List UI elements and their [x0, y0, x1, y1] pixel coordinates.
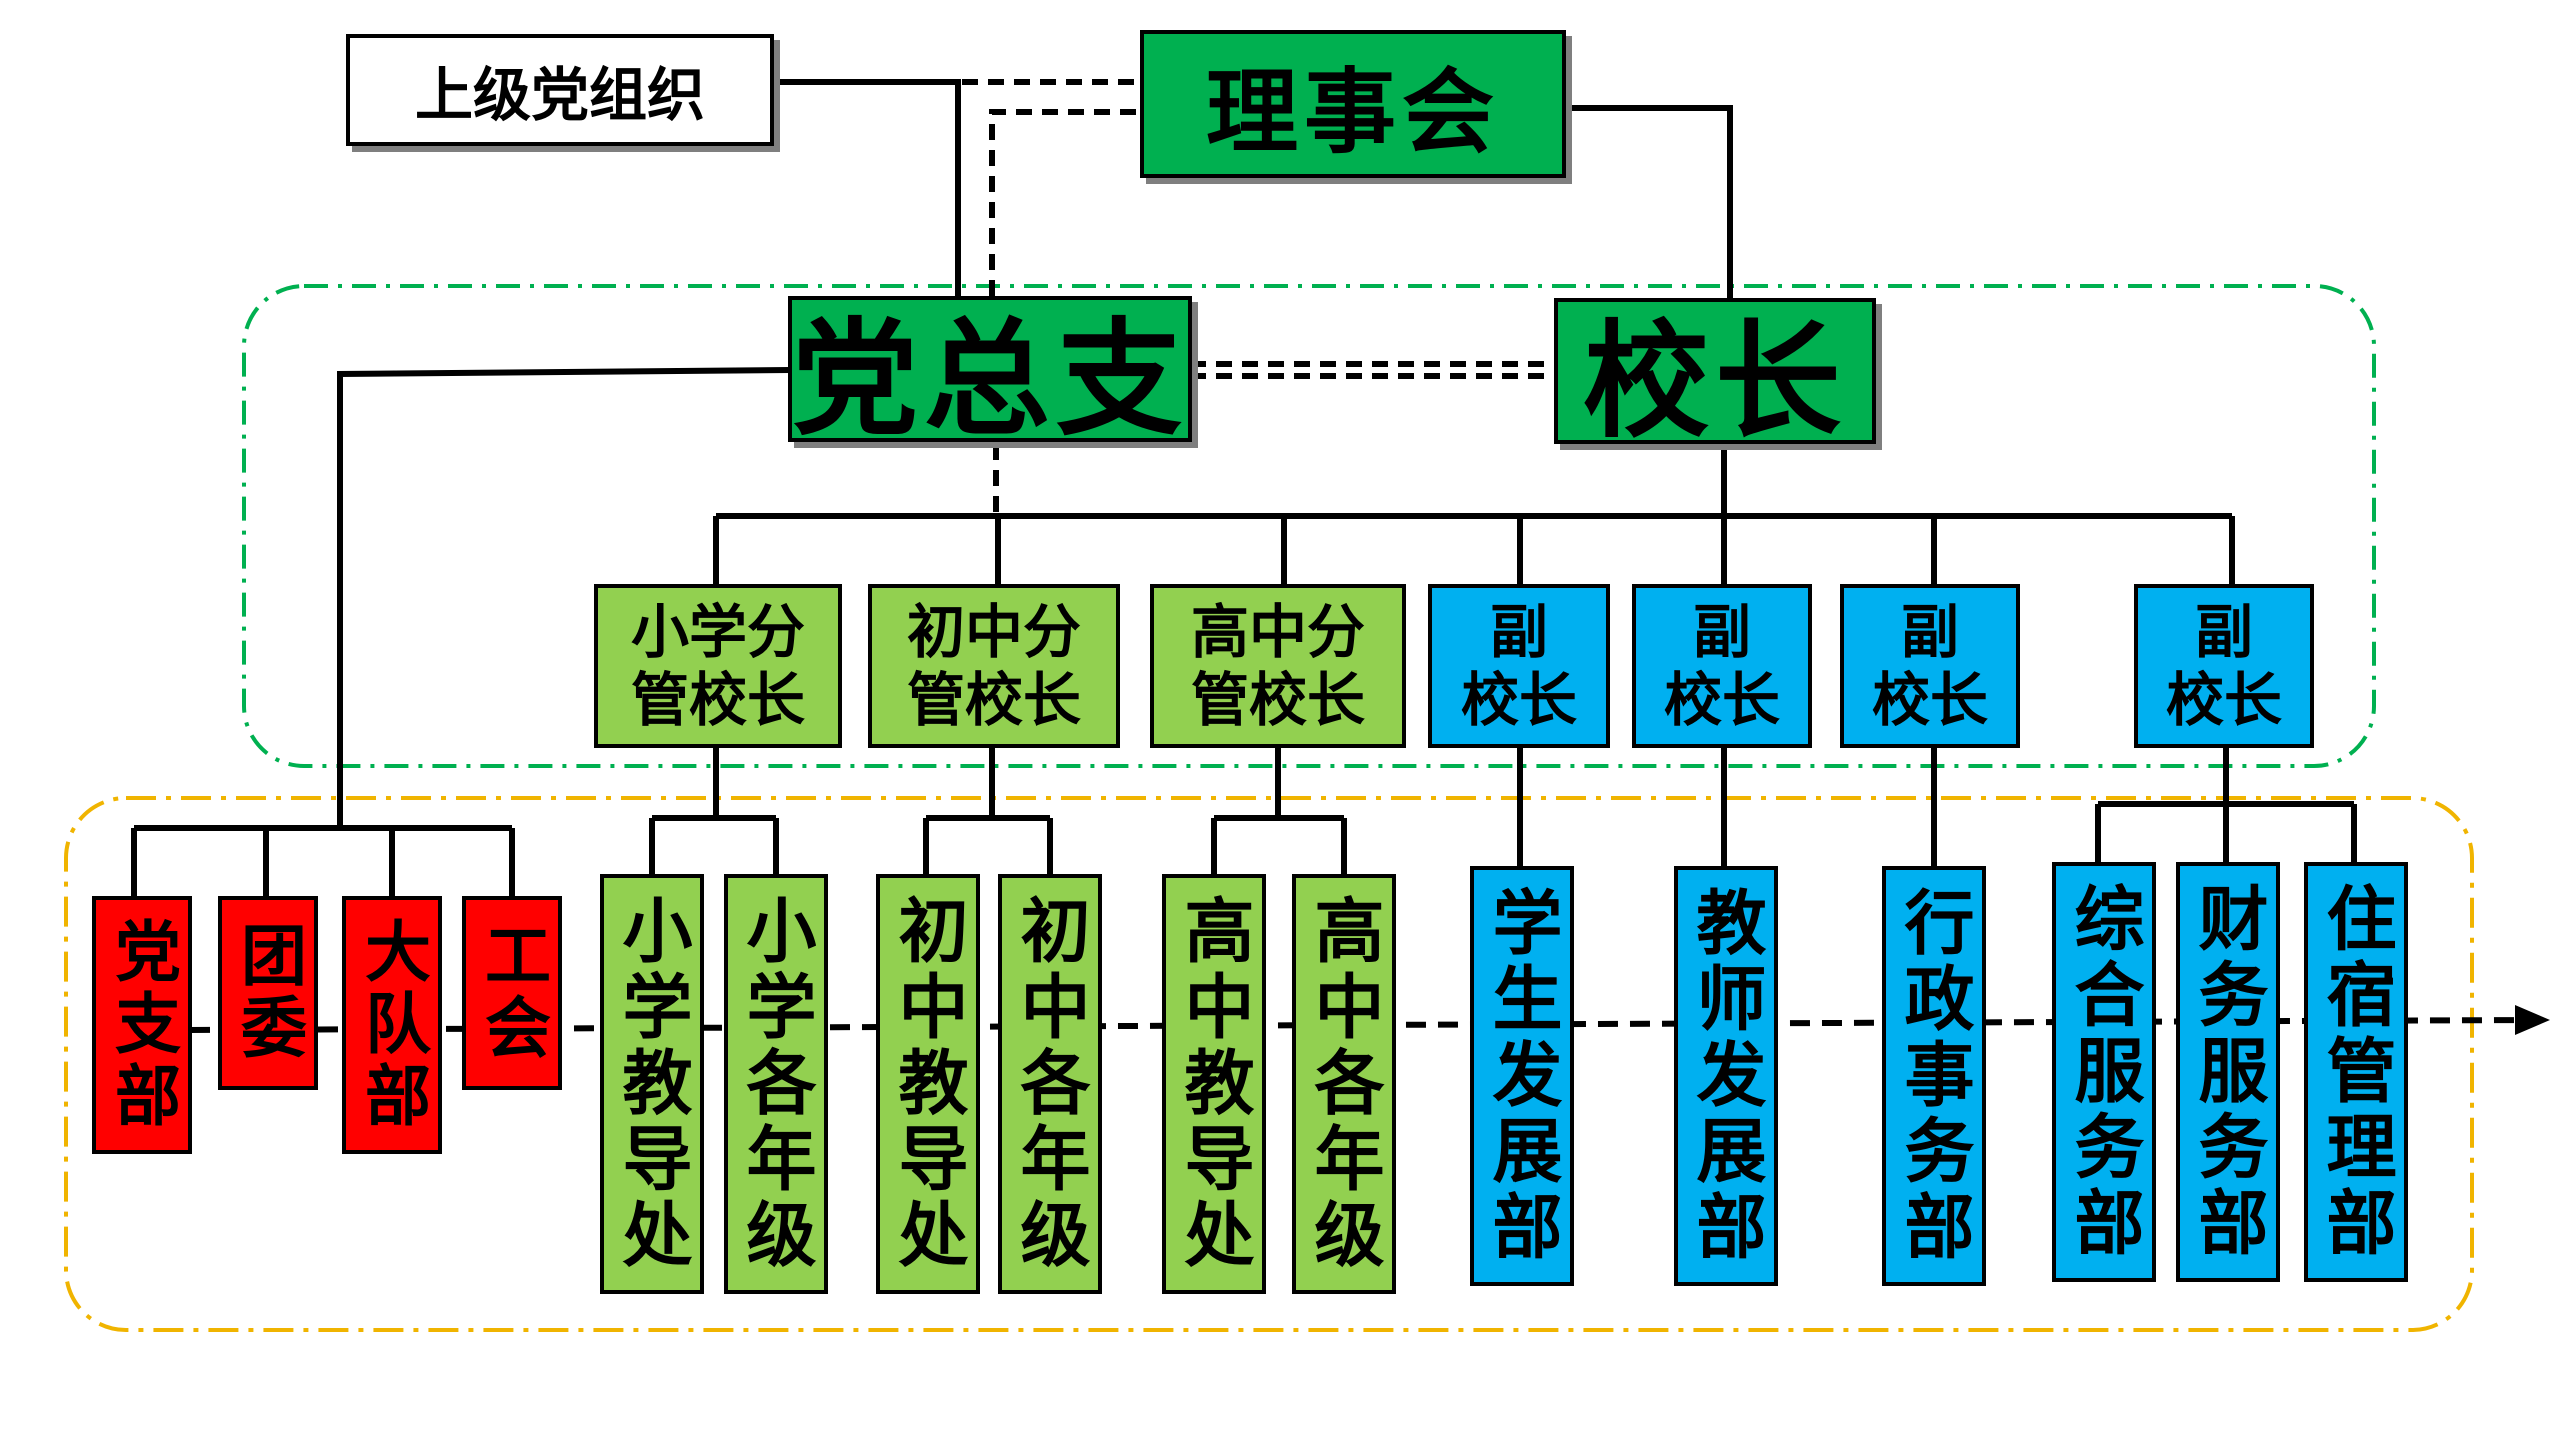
teacher-dev-label: 教师发展部 — [1685, 886, 1767, 1266]
vp-1-label: 副 校长 — [1460, 598, 1577, 734]
board-box: 理事会 — [1140, 30, 1566, 178]
department-group-border — [64, 796, 2474, 1332]
superior-party-label: 上级党组织 — [414, 61, 705, 129]
dorm-mgmt-label: 住宿管理部 — [2315, 882, 2397, 1262]
vp-3-label: 副 校长 — [1871, 598, 1988, 734]
primary-office-box: 小学教导处 — [600, 874, 704, 1294]
primary-grades-box: 小学各年级 — [724, 874, 828, 1294]
superior-party-box: 上级党组织 — [346, 34, 774, 146]
student-dev-label: 学生发展部 — [1481, 886, 1563, 1266]
vp-4-label: 副 校长 — [2165, 598, 2282, 734]
union-box: 工会 — [462, 896, 562, 1090]
vp-2-box: 副 校长 — [1632, 584, 1812, 748]
vp-junior-box: 初中分 管校长 — [868, 584, 1120, 748]
brigade-label: 大队部 — [354, 917, 431, 1133]
youth-league-box: 团委 — [218, 896, 318, 1090]
senior-grades-box: 高中各年级 — [1292, 874, 1396, 1294]
youth-league-label: 团委 — [230, 921, 307, 1065]
arrow-head — [2515, 1005, 2550, 1035]
dorm-mgmt-box: 住宿管理部 — [2304, 862, 2408, 1282]
senior-grades-label: 高中各年级 — [1303, 894, 1385, 1274]
principal-label: 校长 — [1583, 308, 1847, 455]
finance-service-box: 财务服务部 — [2176, 862, 2280, 1282]
party-branch-label: 党总支 — [792, 306, 1188, 453]
general-service-box: 综合服务部 — [2052, 862, 2156, 1282]
junior-grades-label: 初中各年级 — [1009, 894, 1091, 1274]
vp-senior-label: 高中分 管校长 — [1190, 598, 1365, 734]
vp-2-label: 副 校长 — [1663, 598, 1780, 734]
vp-4-box: 副 校长 — [2134, 584, 2314, 748]
vp-3-box: 副 校长 — [1840, 584, 2020, 748]
senior-office-box: 高中教导处 — [1162, 874, 1266, 1294]
party-sub-box: 党支部 — [92, 896, 192, 1154]
primary-grades-label: 小学各年级 — [735, 894, 817, 1274]
student-dev-box: 学生发展部 — [1470, 866, 1574, 1286]
brigade-box: 大队部 — [342, 896, 442, 1154]
senior-office-label: 高中教导处 — [1173, 894, 1255, 1274]
vp-primary-label: 小学分 管校长 — [630, 598, 805, 734]
general-service-label: 综合服务部 — [2063, 882, 2145, 1262]
union-label: 工会 — [474, 921, 551, 1065]
junior-office-box: 初中教导处 — [876, 874, 980, 1294]
vp-1-box: 副 校长 — [1428, 584, 1610, 748]
admin-affairs-box: 行政事务部 — [1882, 866, 1986, 1286]
vp-primary-box: 小学分 管校长 — [594, 584, 842, 748]
board-label: 理事会 — [1205, 58, 1500, 166]
junior-office-label: 初中教导处 — [887, 894, 969, 1274]
admin-affairs-label: 行政事务部 — [1893, 886, 1975, 1266]
finance-service-label: 财务服务部 — [2187, 882, 2269, 1262]
vp-junior-label: 初中分 管校长 — [906, 598, 1081, 734]
party-sub-label: 党支部 — [104, 917, 181, 1133]
vp-senior-box: 高中分 管校长 — [1150, 584, 1406, 748]
principal-box: 校长 — [1554, 298, 1876, 455]
leadership-group-border — [242, 284, 2376, 768]
junior-grades-box: 初中各年级 — [998, 874, 1102, 1294]
teacher-dev-box: 教师发展部 — [1674, 866, 1778, 1286]
party-branch-box: 党总支 — [788, 296, 1192, 453]
primary-office-label: 小学教导处 — [611, 894, 693, 1274]
